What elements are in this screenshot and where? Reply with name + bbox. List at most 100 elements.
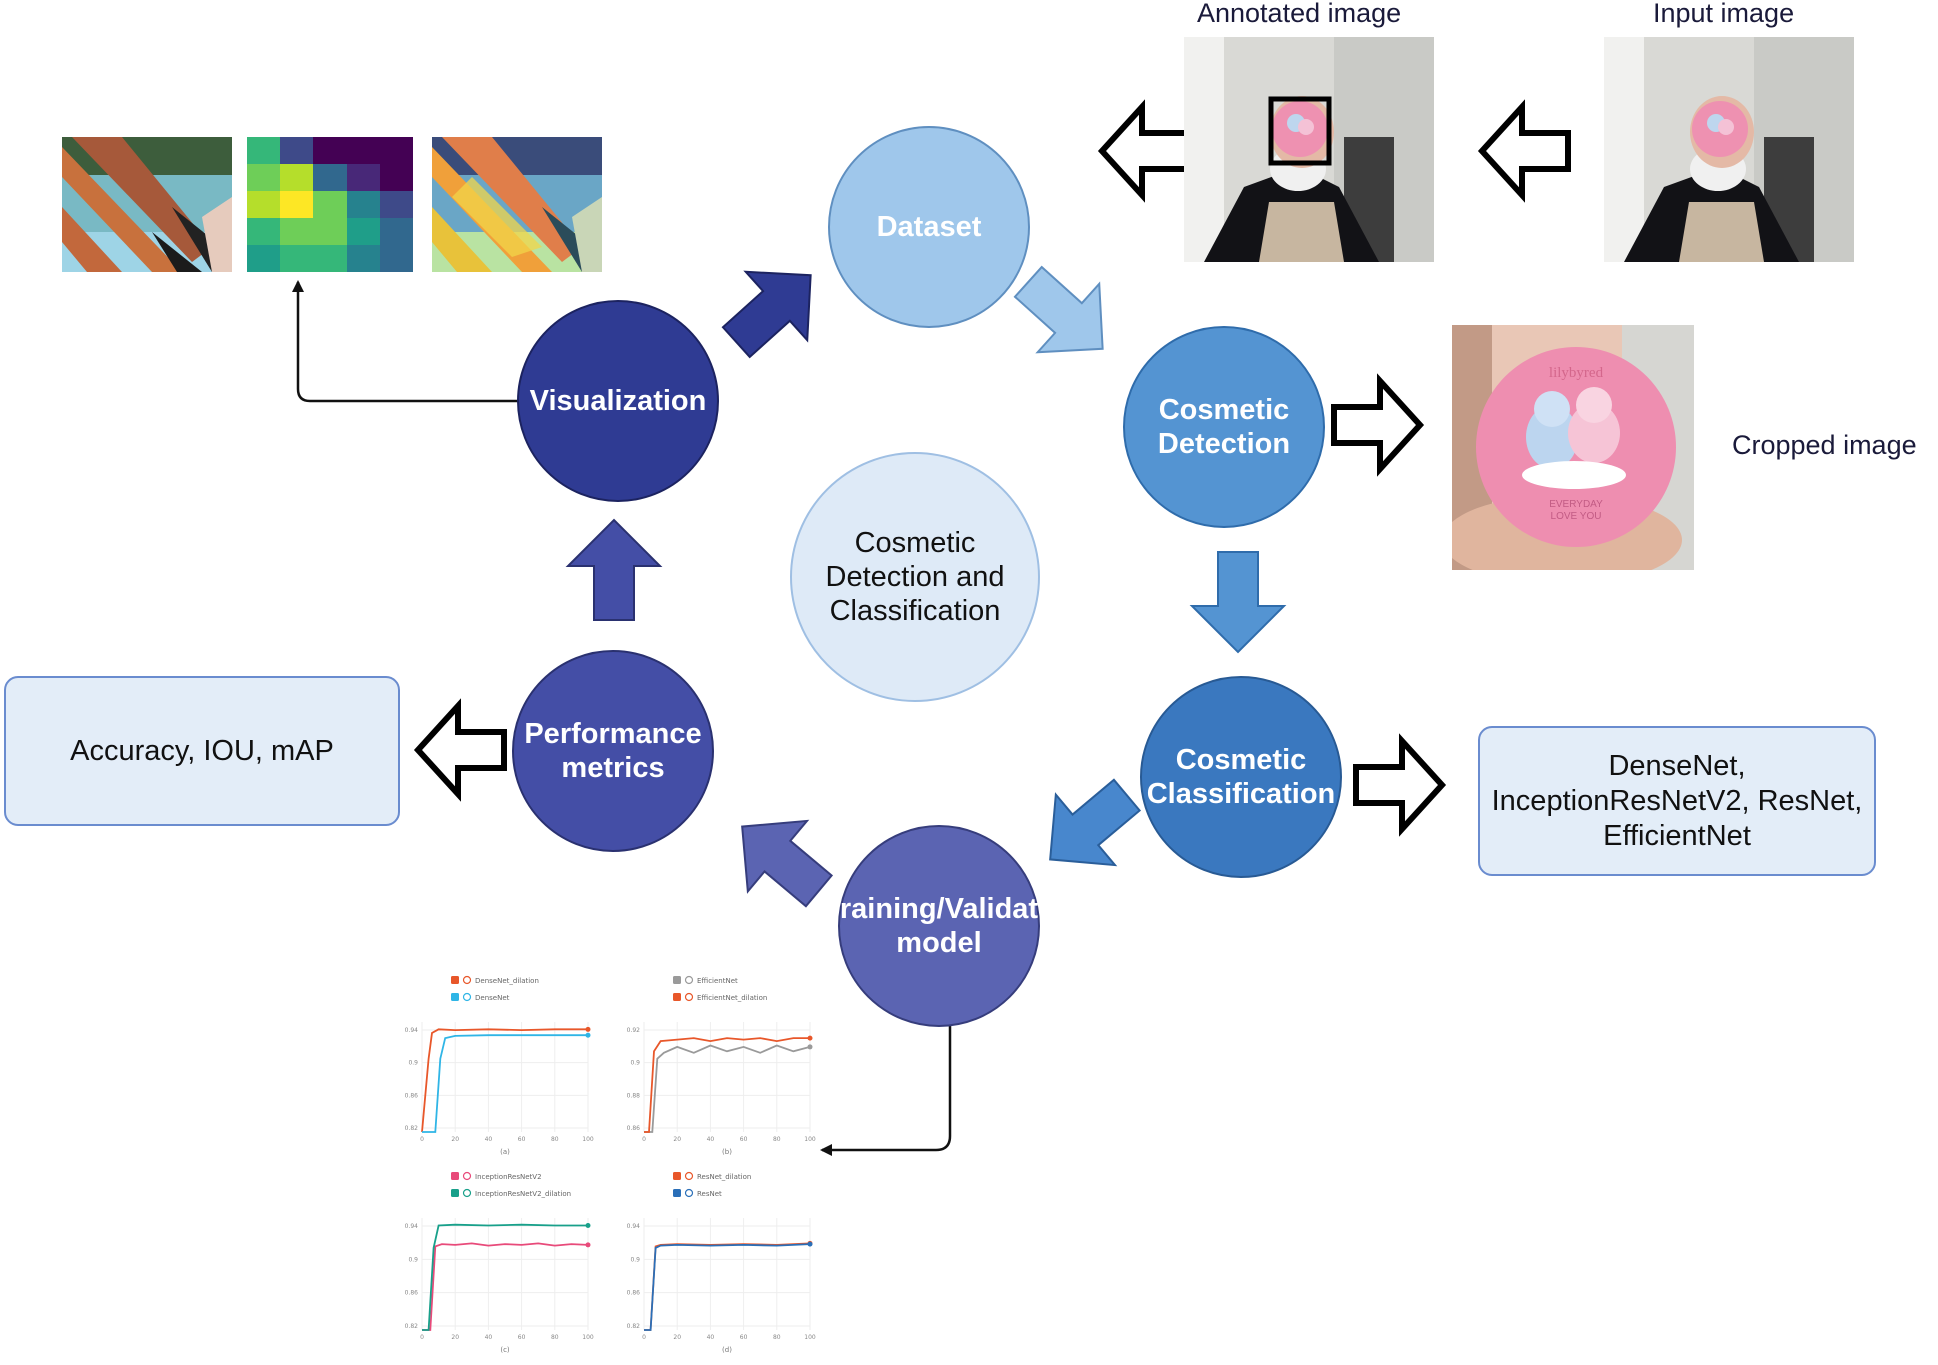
y-tick-label: 0.94 — [627, 1223, 641, 1230]
y-tick-label: 0.86 — [627, 1290, 641, 1297]
dataset-node: Dataset — [828, 126, 1030, 328]
y-tick-label: 0.9 — [408, 1060, 418, 1067]
x-tick-label: 40 — [485, 1136, 493, 1143]
x-tick-label: 20 — [673, 1334, 681, 1341]
legend-swatch — [673, 993, 681, 1001]
y-tick-label: 0.9 — [408, 1256, 418, 1263]
hollow-arrow-metrics-to-accuracy — [413, 698, 507, 802]
x-tick-label: 80 — [551, 1136, 559, 1143]
series-line — [421, 1028, 588, 1133]
x-tick-label: 100 — [804, 1136, 816, 1143]
series-end-point — [807, 1035, 813, 1041]
brush-photo — [62, 137, 232, 272]
legend-marker — [462, 1171, 472, 1181]
legend-marker — [684, 1171, 694, 1181]
annotated-image-caption: Annotated image — [1197, 0, 1402, 28]
x-tick-label: 20 — [673, 1136, 681, 1143]
series-end-point — [585, 1222, 591, 1228]
legend-swatch — [451, 993, 459, 1001]
x-tick-label: 60 — [740, 1334, 748, 1341]
overlay-image — [432, 137, 602, 272]
y-tick-label: 0.86 — [405, 1092, 419, 1099]
training-chart-1: DenseNet_dilationDenseNet0.940.90.860.82… — [405, 975, 594, 1156]
x-tick-label: 100 — [804, 1334, 816, 1341]
classification-node: Cosmetic Classification — [1140, 676, 1342, 878]
y-tick-label: 0.9 — [630, 1256, 640, 1263]
legend-label: ResNet — [697, 1190, 722, 1198]
legend-label: EfficientNet_dilation — [697, 994, 767, 1002]
training-node: Training/Validate model — [824, 825, 1054, 1027]
x-tick-label: 60 — [740, 1136, 748, 1143]
training-chart-2: EfficientNetEfficientNet_dilation0.920.9… — [627, 975, 816, 1156]
y-tick-label: 0.82 — [405, 1125, 419, 1132]
chart-caption: (a) — [500, 1148, 510, 1156]
arrow-classification-to-training — [1049, 778, 1142, 867]
x-tick-label: 100 — [582, 1136, 594, 1143]
y-tick-label: 0.82 — [627, 1323, 641, 1330]
connector-visualization-to-heatmaps — [292, 280, 518, 403]
legend-label: InceptionResNetV2_dilation — [475, 1190, 571, 1198]
x-tick-label: 80 — [773, 1136, 781, 1143]
chart-caption: (c) — [500, 1346, 510, 1354]
series-line — [422, 1242, 589, 1331]
hollow-arrow-detection-to-cropped — [1331, 373, 1425, 477]
chart-caption: (d) — [722, 1346, 732, 1354]
legend-marker — [462, 975, 472, 985]
heatmap-image — [247, 137, 413, 272]
legend-marker — [684, 992, 694, 1002]
legend-marker — [462, 1188, 472, 1198]
series-line — [644, 1044, 811, 1133]
models-note-box: DenseNet, InceptionResNetV2, ResNet, Eff… — [1478, 726, 1876, 876]
legend-swatch — [451, 1172, 459, 1180]
y-tick-label: 0.88 — [627, 1092, 641, 1099]
x-tick-label: 20 — [451, 1334, 459, 1341]
legend-swatch — [673, 1189, 681, 1197]
detection-node: Cosmetic Detection — [1123, 326, 1325, 528]
cropped-image-caption: Cropped image — [1732, 430, 1917, 460]
arrow-metrics-to-visualization — [565, 518, 663, 621]
y-tick-label: 0.9 — [630, 1060, 640, 1067]
legend-label: ResNet_dilation — [697, 1173, 751, 1181]
x-tick-label: 0 — [420, 1334, 424, 1341]
arrow-training-to-metrics — [741, 819, 834, 908]
visualization-node: Visualization — [517, 300, 719, 502]
legend-marker — [684, 975, 694, 985]
legend-label: DenseNet_dilation — [475, 977, 539, 985]
series-end-point — [585, 1026, 591, 1032]
x-tick-label: 60 — [518, 1136, 526, 1143]
legend-label: DenseNet — [475, 994, 510, 1002]
product-line2-text: LOVE YOU — [1551, 511, 1602, 522]
product-line1-text: EVERYDAY — [1549, 499, 1603, 510]
legend-swatch — [451, 1189, 459, 1197]
chart-caption: (b) — [722, 1148, 732, 1156]
metrics-note-box: Accuracy, IOU, mAP — [4, 676, 400, 826]
x-tick-label: 40 — [707, 1334, 715, 1341]
x-tick-label: 80 — [773, 1334, 781, 1341]
hollow-arrow-annotated-to-dataset — [1097, 99, 1191, 203]
legend-swatch — [673, 976, 681, 984]
center-node: Cosmetic Detection and Classification — [790, 452, 1040, 702]
x-tick-label: 60 — [518, 1334, 526, 1341]
arrow-visualization-to-dataset — [721, 270, 812, 359]
hollow-arrow-input-to-annotated — [1477, 99, 1571, 203]
series-line — [422, 1034, 588, 1133]
x-tick-label: 0 — [642, 1334, 646, 1341]
training-chart-3: InceptionResNetV2InceptionResNetV2_dilat… — [405, 1171, 594, 1354]
x-tick-label: 0 — [420, 1136, 424, 1143]
input-image-caption: Input image — [1653, 0, 1795, 28]
y-tick-label: 0.86 — [627, 1125, 641, 1132]
legend-marker — [684, 1188, 694, 1198]
x-tick-label: 0 — [642, 1136, 646, 1143]
product-brand-text: lilybyred — [1549, 365, 1604, 381]
legend-swatch — [673, 1172, 681, 1180]
x-tick-label: 100 — [582, 1334, 594, 1341]
x-tick-label: 40 — [707, 1136, 715, 1143]
legend-label: EfficientNet — [697, 977, 738, 985]
input-image — [1604, 37, 1854, 262]
series-end-point — [585, 1032, 591, 1038]
annotated-image — [1184, 37, 1434, 262]
metrics-node: Performance metrics — [512, 650, 714, 852]
legend-swatch — [451, 976, 459, 984]
x-tick-label: 20 — [451, 1136, 459, 1143]
